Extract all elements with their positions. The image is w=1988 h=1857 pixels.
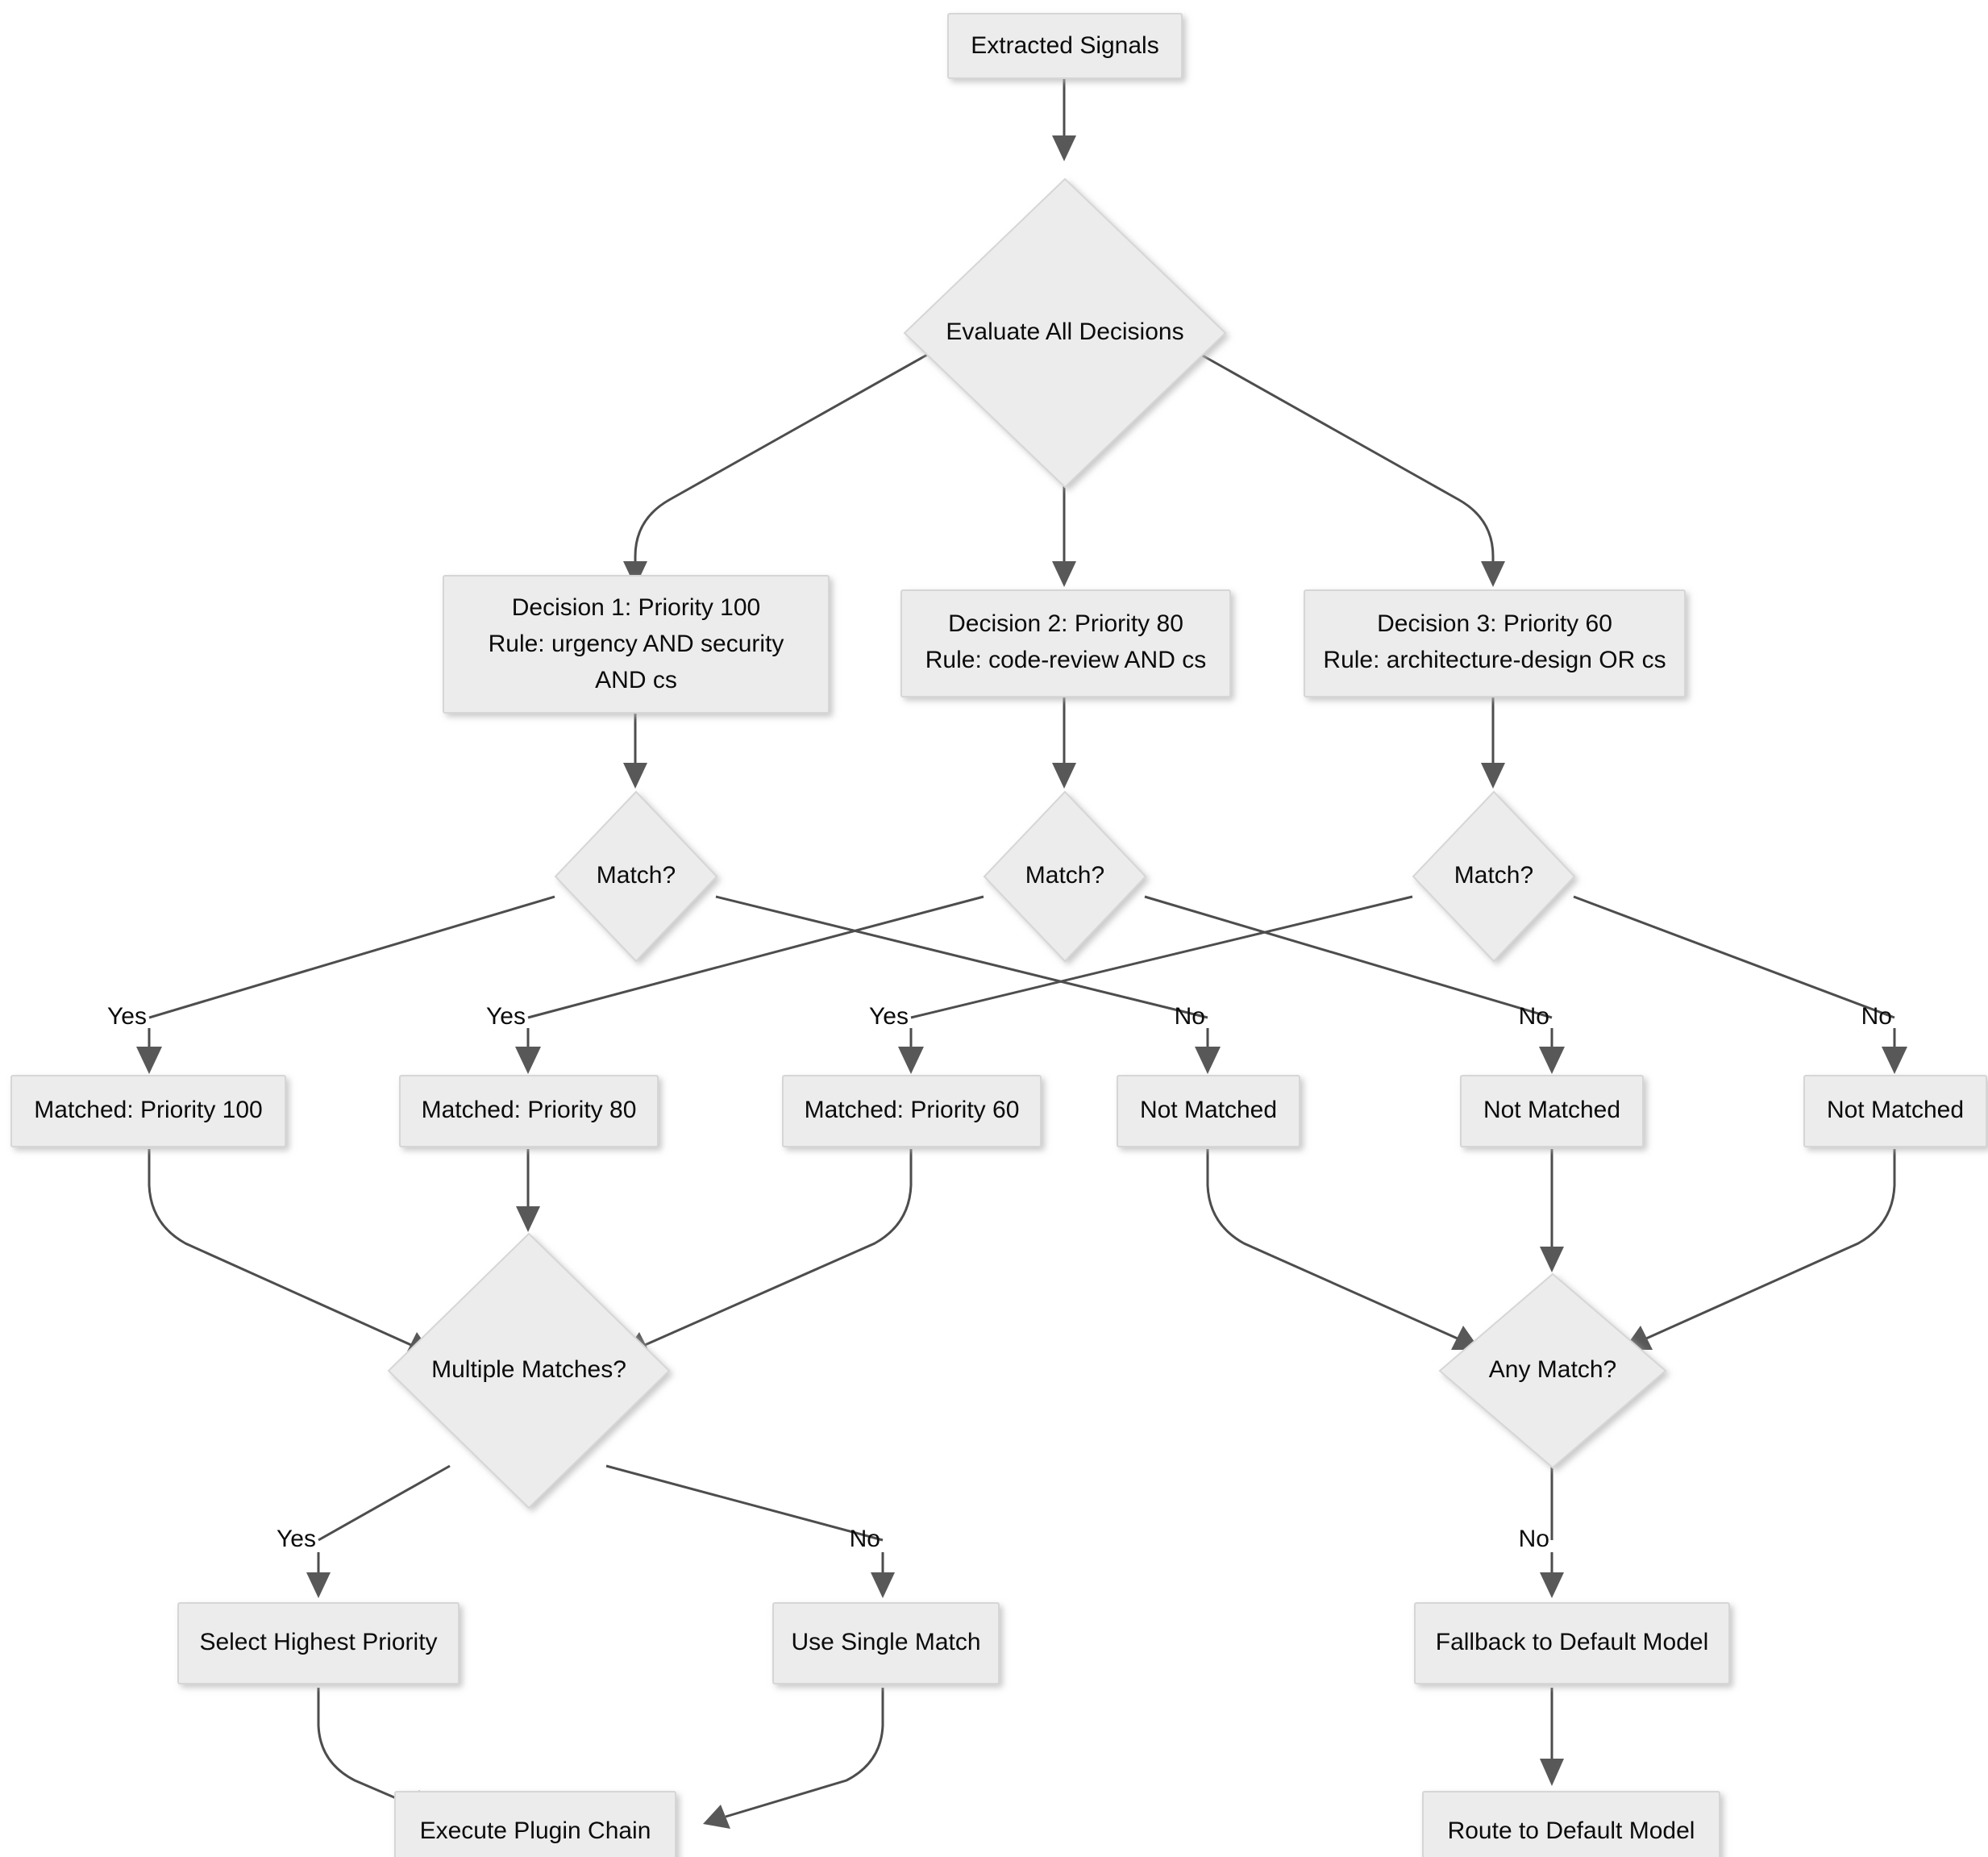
edge-label-no-3: No bbox=[1861, 1003, 1892, 1030]
edge-label-yes-3: Yes bbox=[869, 1003, 909, 1030]
arrowhead-match3-yes bbox=[898, 1047, 924, 1074]
node-select-highest-priority[interactable]: Select Highest Priority bbox=[177, 1602, 460, 1684]
node-extracted-signals[interactable]: Extracted Signals bbox=[947, 13, 1183, 79]
edge-usesingle-to-execute bbox=[725, 1688, 884, 1818]
node-select-highest-priority-label: Select Highest Priority bbox=[199, 1629, 437, 1655]
node-match-3[interactable]: Match? bbox=[1412, 790, 1576, 963]
node-use-single-match[interactable]: Use Single Match bbox=[772, 1602, 1000, 1684]
node-evaluate-all-decisions-label: Evaluate All Decisions bbox=[946, 319, 1183, 345]
node-matched-priority-60-label: Matched: Priority 60 bbox=[805, 1097, 1020, 1123]
edge-label-multiple-yes: Yes bbox=[277, 1526, 316, 1552]
arrowhead-matched80-to-multiple bbox=[516, 1206, 540, 1232]
arrowhead-match3-no bbox=[1882, 1047, 1907, 1074]
node-not-matched-2-label: Not Matched bbox=[1483, 1097, 1620, 1123]
node-fallback-to-default-model-label: Fallback to Default Model bbox=[1436, 1629, 1709, 1655]
node-match-2[interactable]: Match? bbox=[983, 790, 1147, 963]
arrowhead-fallback-to-route bbox=[1540, 1759, 1564, 1786]
node-decision-3-line-1: Decision 3: Priority 60 bbox=[1377, 610, 1612, 637]
node-not-matched-1[interactable]: Not Matched bbox=[1117, 1075, 1300, 1147]
edge-evaluate-to-decision3 bbox=[1200, 353, 1495, 564]
node-decision-3-line-2: Rule: architecture-design OR cs bbox=[1323, 647, 1666, 673]
node-matched-priority-80[interactable]: Matched: Priority 80 bbox=[399, 1075, 659, 1147]
node-multiple-matches-label: Multiple Matches? bbox=[431, 1356, 626, 1383]
node-any-match[interactable]: Any Match? bbox=[1438, 1272, 1667, 1469]
node-decision-1[interactable]: Decision 1: Priority 100 Rule: urgency A… bbox=[443, 575, 830, 714]
edge-match3-yes bbox=[910, 895, 1413, 1019]
node-matched-priority-100-label: Matched: Priority 100 bbox=[34, 1097, 262, 1123]
arrowhead-decision1-to-match1 bbox=[623, 763, 647, 789]
node-multiple-matches[interactable]: Multiple Matches? bbox=[387, 1232, 671, 1509]
node-use-single-match-label: Use Single Match bbox=[791, 1629, 980, 1655]
node-not-matched-2[interactable]: Not Matched bbox=[1460, 1075, 1644, 1147]
node-match-3-label: Match? bbox=[1454, 862, 1533, 889]
node-matched-priority-100[interactable]: Matched: Priority 100 bbox=[10, 1075, 286, 1147]
arrowhead-decision2-to-match2 bbox=[1052, 763, 1076, 789]
arrowhead-match2-no bbox=[1539, 1047, 1565, 1074]
node-decision-2[interactable]: Decision 2: Priority 80 Rule: code-revie… bbox=[900, 589, 1231, 697]
edge-evaluate-to-decision1 bbox=[634, 353, 928, 564]
node-decision-2-line-2: Rule: code-review AND cs bbox=[925, 647, 1206, 673]
edge-label-yes-1: Yes bbox=[107, 1003, 147, 1030]
node-layer: Extracted Signals Evaluate All Decisions… bbox=[10, 13, 1987, 1857]
edge-match1-yes bbox=[148, 895, 555, 1019]
node-decision-1-line-3: AND cs bbox=[595, 667, 677, 693]
edge-match3-no bbox=[1573, 895, 1895, 1019]
node-route-to-default-model[interactable]: Route to Default Model bbox=[1422, 1791, 1720, 1857]
edge-match1-no bbox=[715, 895, 1208, 1019]
node-not-matched-1-label: Not Matched bbox=[1140, 1097, 1277, 1123]
edge-multiple-no bbox=[605, 1464, 884, 1542]
node-not-matched-3[interactable]: Not Matched bbox=[1803, 1075, 1987, 1147]
arrowhead-multiple-no bbox=[871, 1572, 895, 1598]
arrowhead-usesingle-to-execute bbox=[703, 1805, 730, 1829]
edge-label-multiple-no: No bbox=[850, 1526, 880, 1552]
edge-label-anymatch-no: No bbox=[1519, 1526, 1549, 1552]
node-any-match-label: Any Match? bbox=[1489, 1356, 1616, 1383]
arrowhead-notmatched2-to-anymatch bbox=[1540, 1247, 1564, 1272]
arrowhead-decision3-to-match3 bbox=[1481, 763, 1505, 789]
edge-label-no-2: No bbox=[1519, 1003, 1549, 1030]
node-evaluate-all-decisions[interactable]: Evaluate All Decisions bbox=[903, 177, 1227, 489]
node-execute-plugin-chain[interactable]: Execute Plugin Chain bbox=[394, 1791, 676, 1857]
edge-selecthighest-to-execute bbox=[317, 1688, 412, 1806]
node-decision-3[interactable]: Decision 3: Priority 60 Rule: architectu… bbox=[1304, 589, 1686, 697]
arrowhead-match2-yes bbox=[515, 1047, 541, 1074]
arrowhead-match1-no bbox=[1195, 1047, 1221, 1074]
edge-matched100-to-multiple bbox=[148, 1149, 412, 1347]
node-extracted-signals-label: Extracted Signals bbox=[971, 32, 1158, 59]
edge-label-no-1: No bbox=[1175, 1003, 1205, 1030]
arrowhead-evaluate-to-decision2 bbox=[1052, 561, 1076, 587]
arrowhead-evaluate-to-decision1 bbox=[623, 561, 647, 587]
node-not-matched-3-label: Not Matched bbox=[1827, 1097, 1964, 1123]
arrowhead-multiple-yes bbox=[306, 1572, 331, 1598]
node-match-1[interactable]: Match? bbox=[554, 790, 718, 963]
arrowhead-evaluate-to-decision3 bbox=[1481, 561, 1505, 587]
node-matched-priority-80-label: Matched: Priority 80 bbox=[422, 1097, 637, 1123]
node-execute-plugin-chain-label: Execute Plugin Chain bbox=[420, 1817, 651, 1844]
edge-matched60-to-multiple bbox=[644, 1149, 913, 1347]
node-match-2-label: Match? bbox=[1025, 862, 1104, 889]
node-decision-1-line-2: Rule: urgency AND security bbox=[489, 631, 784, 657]
node-match-1-label: Match? bbox=[597, 862, 676, 889]
edge-notmatched3-to-anymatch bbox=[1645, 1149, 1896, 1340]
edge-label-layer: Yes Yes Yes No No No Yes No No bbox=[107, 1003, 1892, 1552]
edge-match2-yes bbox=[527, 895, 984, 1019]
node-fallback-to-default-model[interactable]: Fallback to Default Model bbox=[1414, 1602, 1730, 1684]
node-route-to-default-model-label: Route to Default Model bbox=[1448, 1817, 1695, 1844]
node-decision-2-line-1: Decision 2: Priority 80 bbox=[948, 610, 1183, 637]
arrowhead-signals-to-evaluate bbox=[1052, 135, 1076, 161]
edge-match2-no bbox=[1144, 895, 1553, 1019]
edge-multiple-yes bbox=[318, 1464, 451, 1542]
edge-notmatched1-to-anymatch bbox=[1206, 1149, 1458, 1340]
arrowhead-match1-yes bbox=[136, 1047, 162, 1074]
node-matched-priority-60[interactable]: Matched: Priority 60 bbox=[782, 1075, 1042, 1147]
edge-label-yes-2: Yes bbox=[486, 1003, 526, 1030]
node-decision-1-line-1: Decision 1: Priority 100 bbox=[512, 594, 760, 621]
arrowhead-anymatch-no bbox=[1540, 1572, 1564, 1598]
